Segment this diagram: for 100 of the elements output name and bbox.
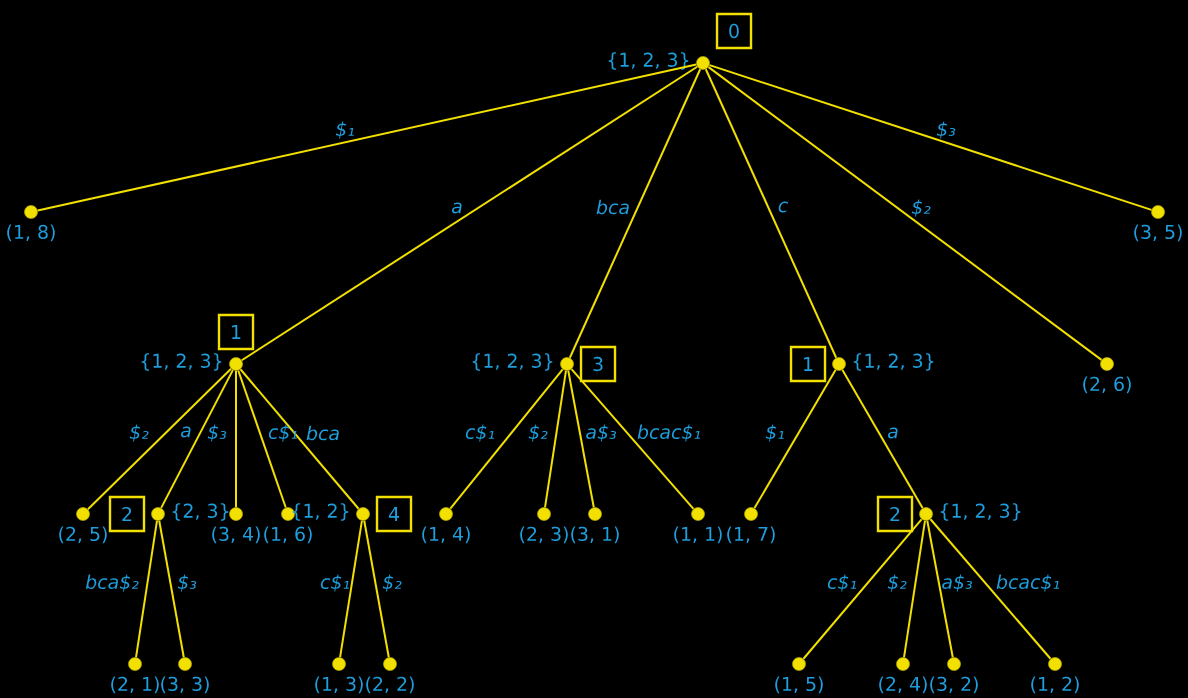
edge-label: a xyxy=(181,426,191,438)
edge-label: a xyxy=(452,202,462,214)
tree-node: (1, 7) xyxy=(727,507,775,544)
tree-node: (1, 4) xyxy=(422,507,470,544)
edge-label: $₂ xyxy=(382,574,402,592)
tree-edge xyxy=(36,63,698,212)
tree-node: {1, 2, 3} xyxy=(832,353,934,371)
number-box: 0 xyxy=(715,12,753,50)
tree-node: (1, 1) xyxy=(674,507,722,544)
tree-node: {1, 2} xyxy=(292,503,370,521)
tree-edge xyxy=(240,65,699,362)
edge-label: bcac$₁ xyxy=(637,424,701,442)
edge-label: a$₃ xyxy=(586,424,616,442)
node-label: (1, 8) xyxy=(7,224,55,242)
tree-node: (3, 3) xyxy=(161,657,209,694)
tree-edge xyxy=(926,519,954,659)
number-box: 1 xyxy=(789,345,827,383)
edge-label: $₃ xyxy=(936,121,956,139)
tree-edge xyxy=(158,519,185,659)
tree-node: {2, 3} xyxy=(151,503,229,521)
tree-node: (2, 5) xyxy=(59,507,107,544)
node-label: (1, 6) xyxy=(264,526,312,544)
edge-label: $₁ xyxy=(765,424,784,442)
tree-node: {1, 2, 3} xyxy=(141,353,243,371)
tree-edge xyxy=(239,368,360,510)
tree-edge xyxy=(929,518,1052,660)
node-label: {2, 3} xyxy=(172,503,229,521)
tree-node: (3, 5) xyxy=(1134,205,1182,242)
tree-node: (1, 8) xyxy=(7,205,55,242)
number-box: 2 xyxy=(108,495,146,533)
node-label: (3, 5) xyxy=(1134,224,1182,242)
tree-node: (1, 3) xyxy=(315,657,363,694)
node-label: (1, 2) xyxy=(1031,676,1079,694)
tree-edge xyxy=(802,518,923,660)
edge-label: $₃ xyxy=(207,424,227,442)
edge-label: c$₁ xyxy=(268,424,297,442)
node-label: (1, 4) xyxy=(422,526,470,544)
tree-node: {1, 2, 3} xyxy=(472,353,574,371)
edge-label: $₂ xyxy=(887,574,907,592)
tree-edge xyxy=(237,369,287,509)
node-label: {1, 2, 3} xyxy=(940,503,1021,521)
node-label: {1, 2, 3} xyxy=(608,52,689,70)
node-label: (3, 1) xyxy=(571,526,619,544)
tree-edge xyxy=(567,369,595,509)
node-label: (2, 5) xyxy=(59,526,107,544)
tree-node: (3, 1) xyxy=(571,507,619,544)
edge-label: c xyxy=(778,201,788,213)
number-box: 2 xyxy=(876,495,914,533)
tree-edge xyxy=(160,369,234,509)
tree-node: (2, 6) xyxy=(1083,357,1131,394)
tree-edge xyxy=(363,519,390,659)
edge-label: c$₁ xyxy=(465,424,494,442)
tree-edge xyxy=(570,368,695,510)
edge-label: $₂ xyxy=(528,424,548,442)
tree-edge xyxy=(903,519,926,659)
node-label: (1, 7) xyxy=(727,526,775,544)
number-box: 3 xyxy=(579,345,617,383)
node-label: (3, 4) xyxy=(212,526,260,544)
tree-node: (2, 3) xyxy=(520,507,568,544)
tree-node: {1, 2, 3} xyxy=(608,52,710,70)
number-box: 1 xyxy=(217,313,255,351)
node-label: (1, 1) xyxy=(674,526,722,544)
edge-label: $₂ xyxy=(911,199,931,217)
node-label: {1, 2, 3} xyxy=(141,353,222,371)
node-label: (2, 6) xyxy=(1083,376,1131,394)
number-box: 4 xyxy=(375,495,413,533)
edge-label: bca xyxy=(306,425,339,441)
tree-node: (2, 2) xyxy=(366,657,414,694)
tree-node: {1, 2, 3} xyxy=(919,503,1021,521)
edge-label: c$₁ xyxy=(827,574,856,592)
edge-label: a xyxy=(888,427,898,439)
node-label: {1, 2, 3} xyxy=(853,353,934,371)
tree-edge xyxy=(704,68,838,359)
tree-edge xyxy=(753,368,837,510)
node-label: (1, 5) xyxy=(775,676,823,694)
tree-node: (2, 1) xyxy=(111,657,159,694)
tree-edge xyxy=(86,367,233,511)
tree-node: (1, 5) xyxy=(775,657,823,694)
node-label: (3, 3) xyxy=(161,676,209,694)
edge-label: $₂ xyxy=(129,424,149,442)
tree-node: (2, 4) xyxy=(879,657,927,694)
tree-edge xyxy=(339,519,363,659)
tree-node: (3, 2) xyxy=(930,657,978,694)
tree-edge xyxy=(544,369,567,509)
edge-label: c$₁ xyxy=(320,574,349,592)
edge-label: $₃ xyxy=(177,574,197,592)
edge-label: $₁ xyxy=(335,121,354,139)
tree-edge xyxy=(841,368,924,510)
tree-edge xyxy=(449,368,564,510)
node-label: (2, 4) xyxy=(879,676,927,694)
node-label: (1, 3) xyxy=(315,676,363,694)
edge-label: bcac$₁ xyxy=(996,574,1060,592)
node-label: (2, 2) xyxy=(366,676,414,694)
node-label: (3, 2) xyxy=(930,676,978,694)
node-label: {1, 2} xyxy=(292,503,349,521)
tree-edge xyxy=(707,66,1103,361)
node-label: (2, 1) xyxy=(111,676,159,694)
tree-node: (1, 2) xyxy=(1031,657,1079,694)
node-label: {1, 2, 3} xyxy=(472,353,553,371)
edge-label: a$₃ xyxy=(942,574,972,592)
